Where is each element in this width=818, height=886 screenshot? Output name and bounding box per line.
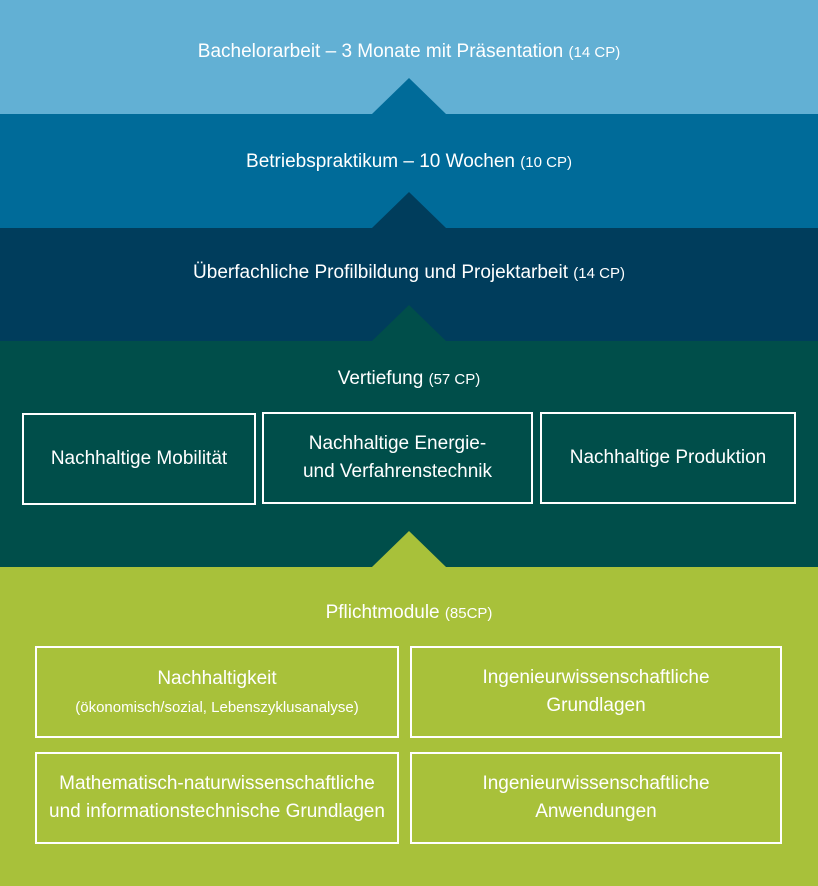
module-label-line-1: Mathematisch-naturwissenschaftliche bbox=[59, 773, 375, 794]
profilbildung-cp: (14 CP) bbox=[573, 265, 625, 282]
betriebspraktikum-title: Betriebspraktikum – 10 Wochen (10 CP) bbox=[0, 150, 818, 175]
vertiefung-option-produktion: Nachhaltige Produktion bbox=[540, 412, 796, 504]
module-label-line-1: Ingenieurwissenschaftliche bbox=[482, 773, 710, 794]
vertiefung-label: Vertiefung bbox=[337, 368, 424, 389]
betriebspraktikum-label: Betriebspraktikum – 10 Wochen bbox=[246, 151, 515, 172]
level-vertiefung bbox=[0, 341, 818, 567]
module-ingenieur-anwendungen: Ingenieurwissenschaftliche Anwendungen bbox=[410, 752, 782, 844]
level-pflichtmodule bbox=[0, 567, 818, 886]
pflichtmodule-label: Pflichtmodule bbox=[325, 602, 440, 623]
arrow-up-icon bbox=[372, 305, 446, 341]
option-label-line-2: und Verfahrenstechnik bbox=[302, 461, 493, 482]
bachelorarbeit-label: Bachelorarbeit – 3 Monate mit Präsentati… bbox=[197, 41, 564, 62]
option-label-line-1: Nachhaltige Energie- bbox=[308, 433, 487, 454]
module-label-line-2: Anwendungen bbox=[535, 801, 657, 822]
pflichtmodule-title: Pflichtmodule (85CP) bbox=[0, 601, 818, 626]
module-label-line-2: und informationstechnische Grundlagen bbox=[49, 801, 385, 822]
arrow-up-icon bbox=[372, 192, 446, 228]
module-sublabel: (ökonomisch/sozial, Lebenszyklusanalyse) bbox=[75, 699, 359, 716]
arrow-up-icon bbox=[372, 531, 446, 567]
module-label: Nachhaltigkeit bbox=[157, 668, 277, 689]
vertiefung-option-mobilitaet: Nachhaltige Mobilität bbox=[22, 413, 256, 505]
arrow-up-icon bbox=[372, 78, 446, 114]
vertiefung-cp: (57 CP) bbox=[428, 371, 481, 388]
betriebspraktikum-cp: (10 CP) bbox=[520, 154, 572, 171]
module-nachhaltigkeit: Nachhaltigkeit (ökonomisch/sozial, Leben… bbox=[35, 646, 399, 738]
module-label-line-1: Ingenieurwissenschaftliche bbox=[482, 667, 710, 688]
pflichtmodule-cp: (85CP) bbox=[444, 605, 493, 622]
option-label: Nachhaltige Produktion bbox=[569, 447, 767, 468]
vertiefung-option-energie: Nachhaltige Energie- und Verfahrenstechn… bbox=[262, 412, 533, 504]
profilbildung-label: Überfachliche Profilbildung und Projekta… bbox=[193, 262, 568, 283]
vertiefung-title: Vertiefung (57 CP) bbox=[0, 367, 818, 392]
bachelorarbeit-cp: (14 CP) bbox=[568, 44, 621, 61]
module-label-line-2: Grundlagen bbox=[546, 695, 646, 716]
bachelorarbeit-title: Bachelorarbeit – 3 Monate mit Präsentati… bbox=[0, 40, 818, 65]
module-mathematik-informatik: Mathematisch-naturwissenschaftliche und … bbox=[35, 752, 399, 844]
option-label: Nachhaltige Mobilität bbox=[50, 448, 228, 469]
profilbildung-title: Überfachliche Profilbildung und Projekta… bbox=[0, 261, 818, 286]
module-ingenieur-grundlagen: Ingenieurwissenschaftliche Grundlagen bbox=[410, 646, 782, 738]
